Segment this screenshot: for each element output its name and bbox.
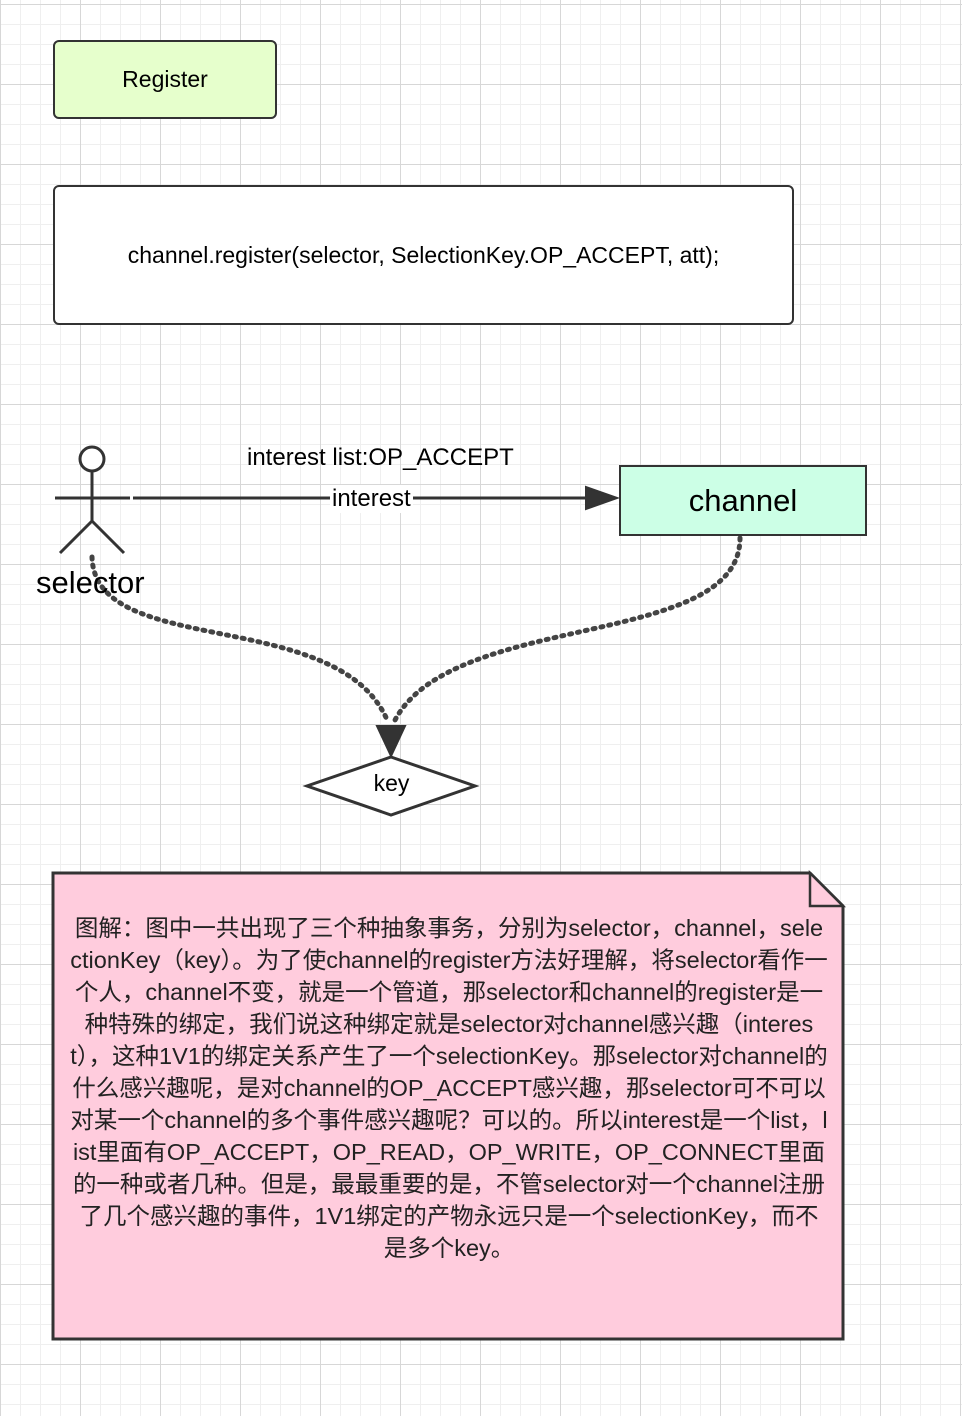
code-box: channel.register(selector, SelectionKey.… xyxy=(53,185,794,325)
actor-head xyxy=(78,445,106,473)
interest-arrowhead xyxy=(585,485,620,511)
note-fold xyxy=(808,869,847,908)
note-shape xyxy=(51,869,847,1341)
channel-label: channel xyxy=(688,482,798,518)
key-diamond xyxy=(302,755,480,817)
register-box: Register xyxy=(53,40,277,119)
actor-left-leg xyxy=(58,519,94,555)
interest-edge-label: interest xyxy=(330,485,413,513)
actor-right-leg xyxy=(90,519,126,555)
note-text: 图解：图中一共出现了三个种抽象事务，分别为selector，channel，se… xyxy=(70,915,828,1261)
key-label: key xyxy=(373,770,410,796)
register-label: Register xyxy=(122,66,208,92)
channel-key-connector xyxy=(391,535,743,725)
channel-box: channel xyxy=(619,465,867,536)
selector-label: selector xyxy=(36,565,145,600)
key-arrowhead xyxy=(375,725,407,759)
interest-list-label: interest list:OP_ACCEPT xyxy=(247,444,514,471)
selector-key-connector xyxy=(89,554,391,725)
actor-figure xyxy=(55,445,130,555)
code-text: channel.register(selector, SelectionKey.… xyxy=(127,241,720,268)
